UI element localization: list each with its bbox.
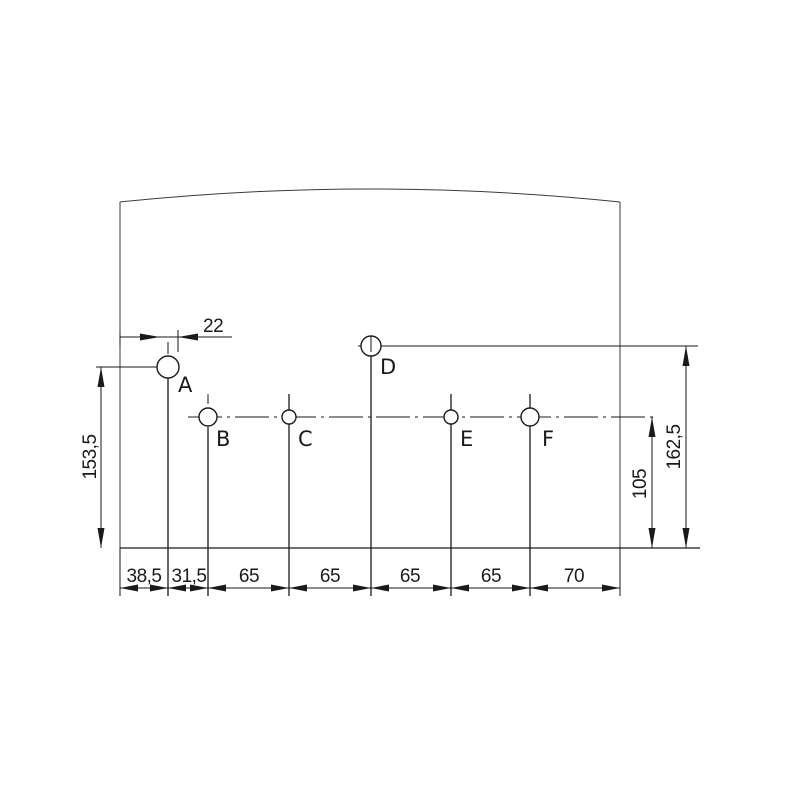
pipe-lines: [119, 356, 621, 596]
connection-holes: [156, 335, 540, 427]
label-a: A: [178, 373, 193, 397]
dim-chain-arrowhead-8: [353, 584, 371, 592]
label-c: C: [298, 427, 313, 451]
hole-c: [281, 409, 297, 425]
dim-22-arrow-left: [140, 333, 160, 341]
label-b: B: [216, 427, 230, 451]
dim-1535-arrow-top: [97, 367, 105, 387]
dim-chain-arrowhead-3: [168, 584, 186, 592]
outline-top-arc: [119, 188, 621, 203]
dim-chain-arrowhead-6: [271, 584, 289, 592]
dim-chain-text-5: 65: [400, 566, 420, 587]
dim-1625-arrow-top: [682, 346, 690, 366]
dim-chain-text-2: 31,5: [172, 566, 207, 587]
hole-e: [443, 409, 459, 425]
dim-chain-arrowhead-12: [512, 584, 530, 592]
dim-chain-arrowhead-13: [530, 584, 548, 592]
dim-22-text: 22: [203, 316, 223, 337]
dim-chain-arrowhead-1: [120, 584, 138, 592]
dim-chain-arrowhead-10: [433, 584, 451, 592]
dim-chain-text-1: 38,5: [127, 566, 162, 587]
dim-chain-arrowhead-9: [371, 584, 389, 592]
dim-1625-text: 162,5: [664, 424, 685, 469]
dimension-top-offset: 22: [119, 316, 232, 352]
dim-22-arrow-right: [178, 333, 198, 341]
dimension-height-row: 105: [630, 417, 656, 548]
dim-105-arrow-top: [648, 417, 656, 437]
hole-f: [520, 407, 540, 427]
label-e: E: [460, 427, 473, 451]
dim-chain-text-4: 65: [320, 566, 340, 587]
dim-1535-arrow-bottom: [97, 528, 105, 548]
dim-chain-arrowhead-2: [150, 584, 168, 592]
dim-105-arrow-bottom: [648, 528, 656, 548]
hole-a: [156, 355, 180, 379]
label-d: D: [380, 355, 396, 379]
dimension-bottom-chain: 38,5 31,5 65 65 65 65 70: [120, 566, 620, 592]
dim-chain-arrowhead-7: [289, 584, 307, 592]
dim-chain-arrowhead-11: [451, 584, 469, 592]
dimension-height-a: 153,5: [80, 367, 105, 548]
dim-105-text: 105: [630, 469, 651, 499]
dim-chain-text-6: 65: [481, 566, 501, 587]
dim-chain-arrowhead-4: [190, 584, 208, 592]
hole-b: [198, 407, 218, 427]
dim-1535-text: 153,5: [80, 434, 101, 479]
appliance-outline: [119, 188, 700, 549]
dim-chain-text-7: 70: [564, 566, 584, 587]
dim-chain-arrowhead-5: [208, 584, 226, 592]
dim-chain-arrowhead-14: [602, 584, 620, 592]
dim-1625-arrow-bottom: [682, 528, 690, 548]
dimension-height-d: 162,5: [664, 346, 690, 548]
label-f: F: [542, 427, 554, 451]
connection-labels: A B C D E F: [178, 355, 554, 451]
dim-chain-text-3: 65: [239, 566, 259, 587]
dim-chain-arrows: [120, 584, 620, 592]
